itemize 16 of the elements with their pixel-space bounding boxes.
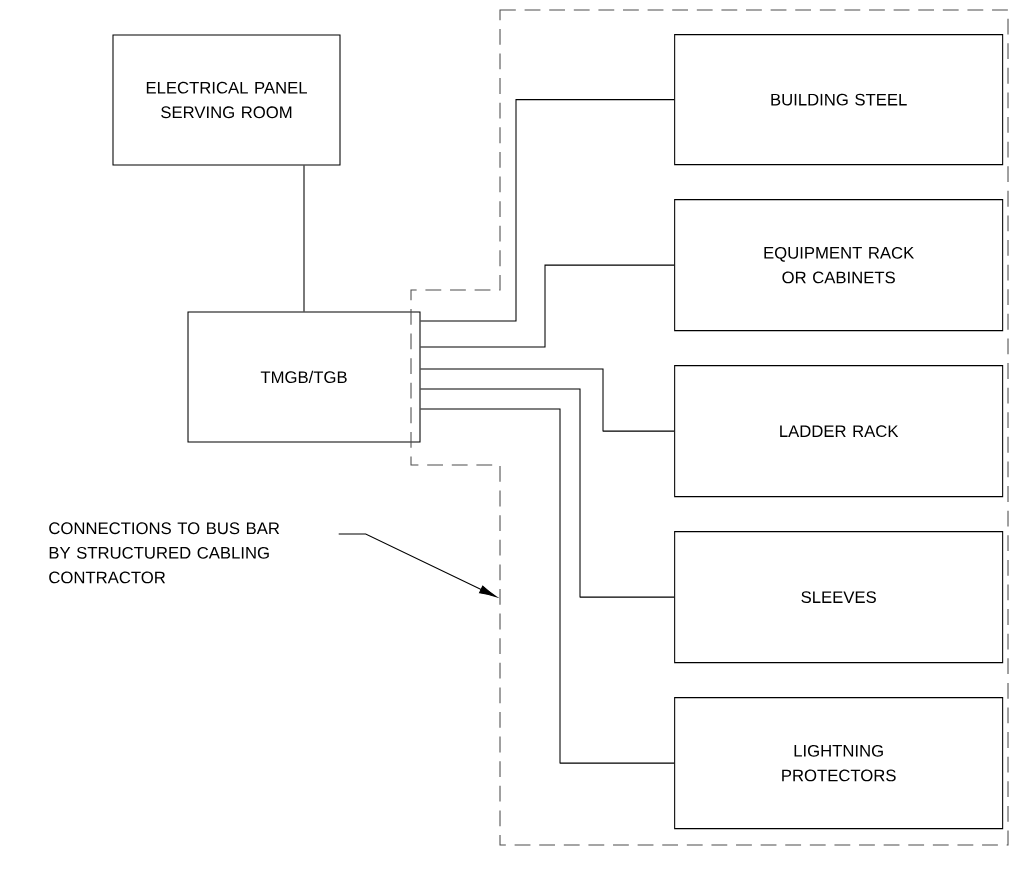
component-box: LADDER RACK <box>674 365 1004 498</box>
connector-line <box>303 165 305 312</box>
component-box: TMGB/TGB <box>187 311 421 443</box>
component-box: SLEEVES <box>674 531 1004 664</box>
component-box: ELECTRICAL PANEL SERVING ROOM <box>112 34 341 166</box>
leader-line <box>338 533 497 598</box>
connector-line <box>420 408 675 764</box>
callout-text: CONNECTIONS TO BUS BAR BY STRUCTURED CABLING CONTRACTOR <box>49 522 280 584</box>
connector-line <box>420 99 675 322</box>
connector-line <box>420 264 675 348</box>
connector-line <box>420 368 675 432</box>
component-box: BUILDING STEEL <box>674 34 1004 166</box>
dashed-boundary <box>410 9 1009 846</box>
component-box: LIGHTNING PROTECTORS <box>674 697 1004 830</box>
component-box: EQUIPMENT RACK OR CABINETS <box>674 199 1004 332</box>
connector-line <box>420 388 675 598</box>
